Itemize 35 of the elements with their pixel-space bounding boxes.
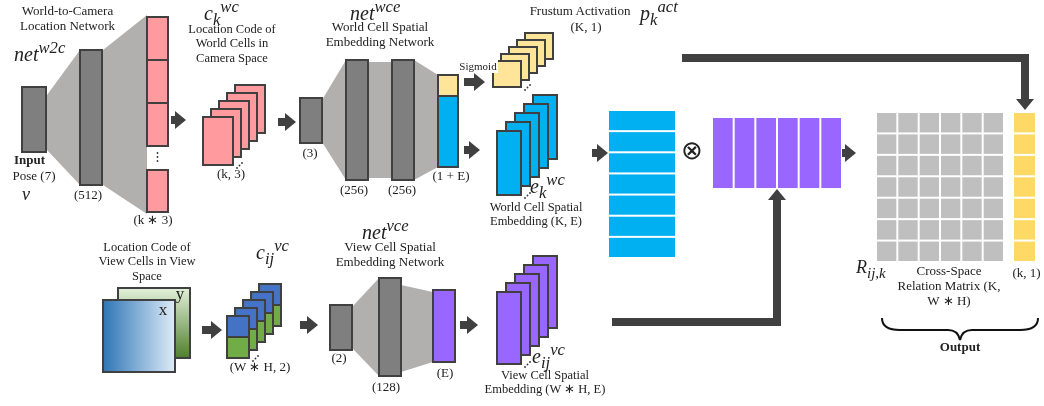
input-label: Input [14,153,44,168]
network-title: View Cell Spatial Embedding Network [334,240,446,270]
arrow [171,111,186,129]
dimension-label: (3) [301,146,319,161]
dimension-label: (256) [386,183,418,198]
dimension-label: (k, 1) [1011,266,1042,281]
math-symbol: v [22,184,30,205]
dimension-label: (E) [435,366,455,381]
caption-text: Frustum Activation [528,4,632,19]
dimension-label: (256) [338,183,370,198]
caption-text: Location Code of View Cells in View Space [97,240,197,284]
dimension-label: Pose (7) [11,169,57,184]
dimension-label: (K, 1) [569,20,603,35]
arrow [464,141,480,159]
dimension-label: (512) [72,188,104,203]
axis-label: y [174,284,186,304]
caption-text: World Cell Spatial Embedding (K, E) [488,200,584,229]
dimension-label: (128) [370,380,402,395]
dimension-label: (k ∗ 3) [132,213,174,228]
math-symbol: net$^{vce}$ [362,216,409,243]
dimension-label: (W ∗ H, 2) [228,360,292,375]
arrow [842,144,856,162]
network-title: World-to-Camera Location Network [19,4,116,34]
dimension-label: (2) [330,351,348,366]
caption-text: Cross-Space Relation Matrix (K, W ∗ H) [896,264,1002,309]
network-title: World Cell Spatial Embedding Network [324,20,436,50]
operator-symbol: ⊗ [680,136,704,166]
dimension-label: (k, 3) [215,167,247,182]
math-symbol: R$_{ij,k}$ [856,257,886,282]
arrow [592,144,608,162]
edge-label: Sigmoid [458,60,498,73]
output-label: Output [938,340,982,355]
axis-label: x [157,300,169,320]
math-symbol: net$^{w2c}$ [14,38,66,66]
dimension-label: (1 + E) [431,169,471,184]
